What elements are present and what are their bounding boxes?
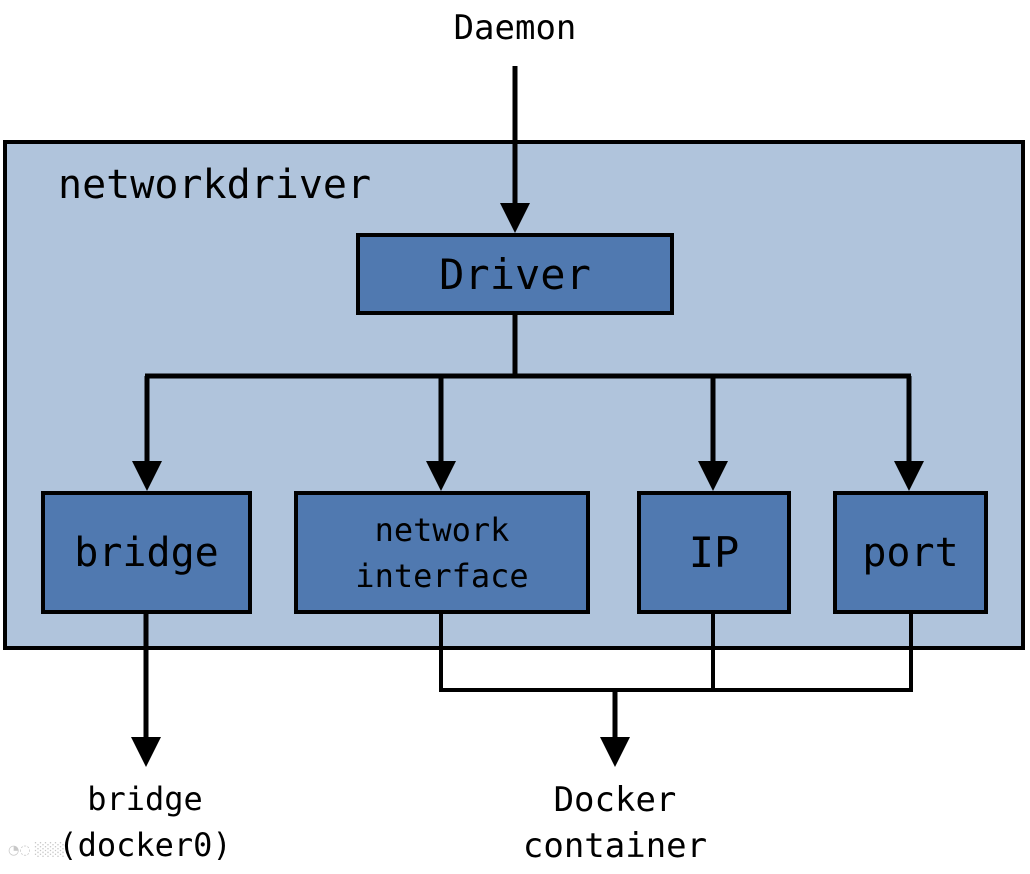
daemon-label: Daemon bbox=[453, 8, 577, 48]
ip-box-label: IP bbox=[688, 528, 740, 577]
port-box-label: port bbox=[862, 529, 959, 576]
ip-box: IP bbox=[637, 491, 791, 614]
watermark-icon: ◔◌ ░░░ bbox=[8, 843, 65, 858]
network-interface-label-line1: network bbox=[374, 510, 510, 549]
driver-box: Driver bbox=[356, 233, 674, 315]
driver-label: Driver bbox=[439, 249, 591, 299]
networkdriver-title: networkdriver bbox=[58, 162, 372, 208]
port-box: port bbox=[833, 491, 988, 614]
bridge-docker0-label-line1: bridge bbox=[87, 780, 203, 818]
bridge-box: bridge bbox=[41, 491, 252, 614]
bridge-docker0-label-line2: (docker0) bbox=[58, 826, 232, 864]
docker-container-label-line2: container bbox=[522, 826, 708, 866]
bridge-box-label: bridge bbox=[74, 529, 219, 576]
docker-container-label-line1: Docker bbox=[553, 780, 677, 820]
network-interface-label-line2: interface bbox=[355, 556, 529, 595]
network-interface-box: network interface bbox=[294, 491, 590, 614]
